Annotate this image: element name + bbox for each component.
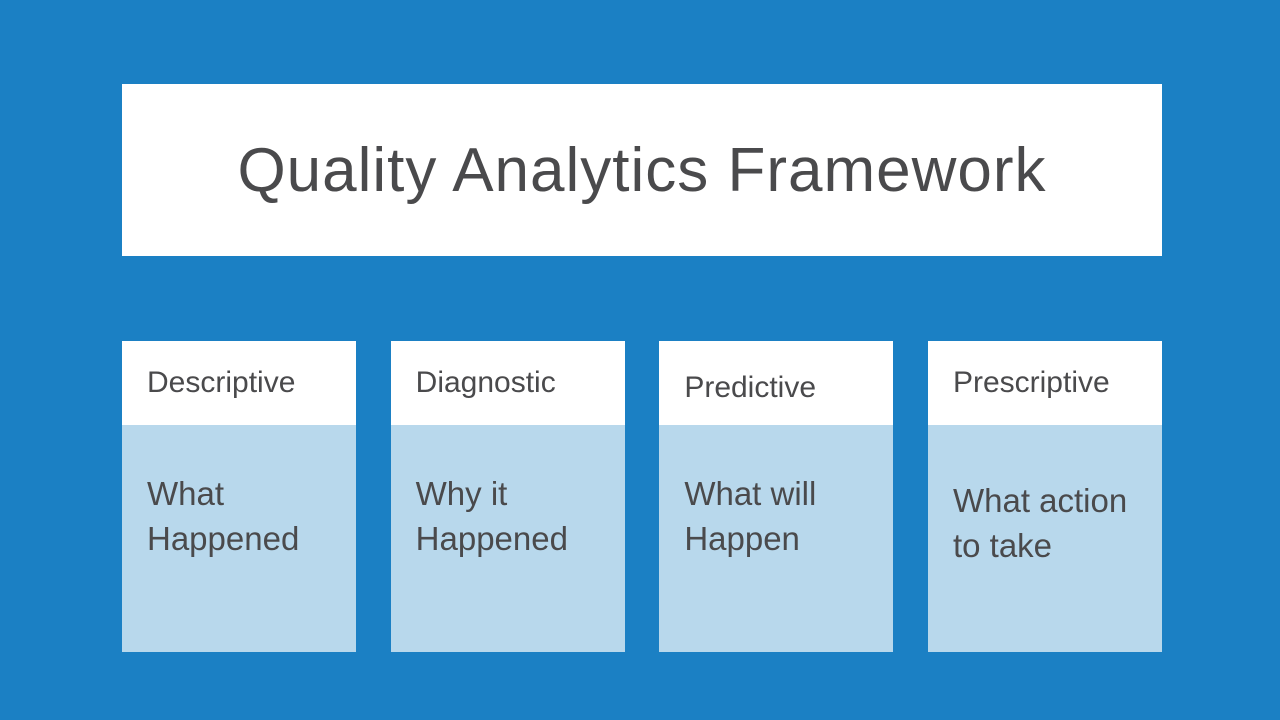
title-panel: Quality Analytics Framework [122, 84, 1162, 256]
framework-column-diagnostic: Diagnostic Why it Happened [390, 341, 625, 652]
framework-columns: Descriptive What Happened Diagnostic Why… [122, 341, 1162, 652]
column-header-diagnostic: Diagnostic [390, 341, 625, 425]
column-body-descriptive: What Happened [122, 425, 356, 652]
slide-title: Quality Analytics Framework [237, 135, 1047, 205]
column-header-descriptive: Descriptive [122, 341, 356, 425]
framework-column-predictive: Predictive What will Happen [659, 341, 894, 652]
column-header-prescriptive: Prescriptive [927, 341, 1162, 425]
framework-column-descriptive: Descriptive What Happened [122, 341, 356, 652]
column-body-diagnostic: Why it Happened [390, 425, 625, 652]
column-body-prescriptive: What action to take [927, 425, 1162, 652]
framework-column-prescriptive: Prescriptive What action to take [927, 341, 1162, 652]
column-body-predictive: What will Happen [659, 425, 894, 652]
column-header-predictive: Predictive [659, 341, 894, 425]
